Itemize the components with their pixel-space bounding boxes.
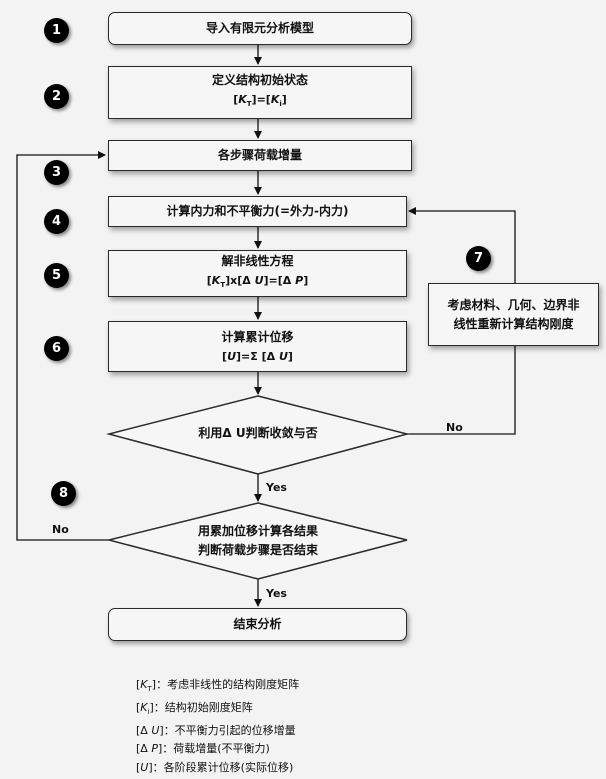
legend-dp-desc: ：荷载增量(不平衡力) (162, 742, 270, 756)
legend-dp-sym: [Δ P] (136, 742, 163, 756)
decision-2-line-1: 用累加位移计算各结果 (197, 524, 318, 538)
legend-du-desc: ：不平衡力引起的位移增量 (163, 723, 296, 737)
step-6-title: 计算累计位移 (221, 329, 294, 344)
step-load-increment: 各步骤荷载增量 (108, 140, 412, 171)
legend-row-kt: [KT]：考虑非线性的结构刚度矩阵 (136, 678, 300, 694)
legend-u-desc: ：各阶段累计位移(实际位移) (152, 760, 294, 774)
step-number-badge-1: 1 (44, 18, 69, 43)
step-end-analysis: 结束分析 (108, 608, 407, 641)
label-no-not-ended: No (52, 523, 69, 536)
legend-du-sym: [Δ U] (136, 723, 164, 737)
legend-row-ki: [Ki]：结构初始刚度矩阵 (136, 700, 253, 716)
label-yes-converged: Yes (266, 481, 287, 494)
step-cumulative-displacement: 计算累计位移 [U]=Σ [Δ U] (108, 321, 407, 372)
label-yes-ended: Yes (266, 587, 287, 600)
step-number-badge-4: 4 (44, 209, 69, 234)
step-recompute-stiffness: 考虑材料、几何、边界非 线性重新计算结构刚度 (428, 283, 599, 346)
arrow-no-loop-to-3 (16, 151, 109, 541)
step-2-formula: [KT]=[Ki] (233, 92, 287, 109)
step-number-badge-8: 8 (51, 481, 76, 506)
decision-convergence-text: 利用Δ U判断收敛与否 (198, 426, 318, 440)
arrow-box7-to-4 (408, 207, 516, 283)
legend-kt-desc: ：考虑非线性的结构刚度矩阵 (156, 678, 300, 691)
step-number-badge-6: 6 (44, 336, 69, 361)
legend-row-u: [U]：各阶段累计位移(实际位移) (136, 759, 299, 778)
step-number-badge-3: 3 (44, 160, 69, 185)
no-path-to-box7 (407, 346, 516, 435)
decision-2-line-2: 判断荷载步骤是否结束 (197, 543, 318, 557)
step-7-line-2: 线性重新计算结构刚度 (453, 316, 574, 331)
step-solve-nonlinear: 解非线性方程 [KT]x[Δ U]=[Δ P] (108, 250, 407, 297)
step-number-badge-7: 7 (466, 246, 491, 271)
step-4-text: 计算内力和不平衡力(=外力-内力) (166, 204, 349, 218)
decision-load-step-end-text: 用累加位移计算各结果 判断荷载步骤是否结束 (150, 522, 366, 560)
step-5-title: 解非线性方程 (221, 253, 294, 268)
step-5-formula: [KT]x[Δ U]=[Δ P] (206, 273, 309, 290)
step-2-title: 定义结构初始状态 (211, 72, 308, 87)
legend-row-dp: [Δ P]：荷载增量(不平衡力) (136, 740, 299, 759)
legend: [KT]：考虑非线性的结构刚度矩阵 [Ki]：结构初始刚度矩阵 [Δ U]：不平… (136, 676, 299, 777)
step-define-initial-state: 定义结构初始状态 [KT]=[Ki] (108, 66, 412, 119)
end-text: 结束分析 (233, 617, 282, 631)
label-no-convergence: No (446, 421, 463, 434)
step-6-formula: [U]=Σ [Δ U] (222, 349, 293, 363)
step-7-line-1: 考虑材料、几何、边界非 (447, 297, 580, 312)
step-1-text: 导入有限元分析模型 (205, 21, 314, 35)
step-compute-forces: 计算内力和不平衡力(=外力-内力) (108, 196, 407, 227)
legend-row-du: [Δ U]：不平衡力引起的位移增量 (136, 722, 299, 741)
legend-ki-desc: ：结构初始刚度矩阵 (153, 700, 253, 714)
step-number-badge-2: 2 (44, 84, 69, 109)
step-import-model: 导入有限元分析模型 (108, 12, 412, 45)
step-3-text: 各步骤荷载增量 (217, 148, 302, 162)
step-number-badge-5: 5 (44, 263, 69, 288)
legend-u-sym: [U] (136, 760, 153, 774)
